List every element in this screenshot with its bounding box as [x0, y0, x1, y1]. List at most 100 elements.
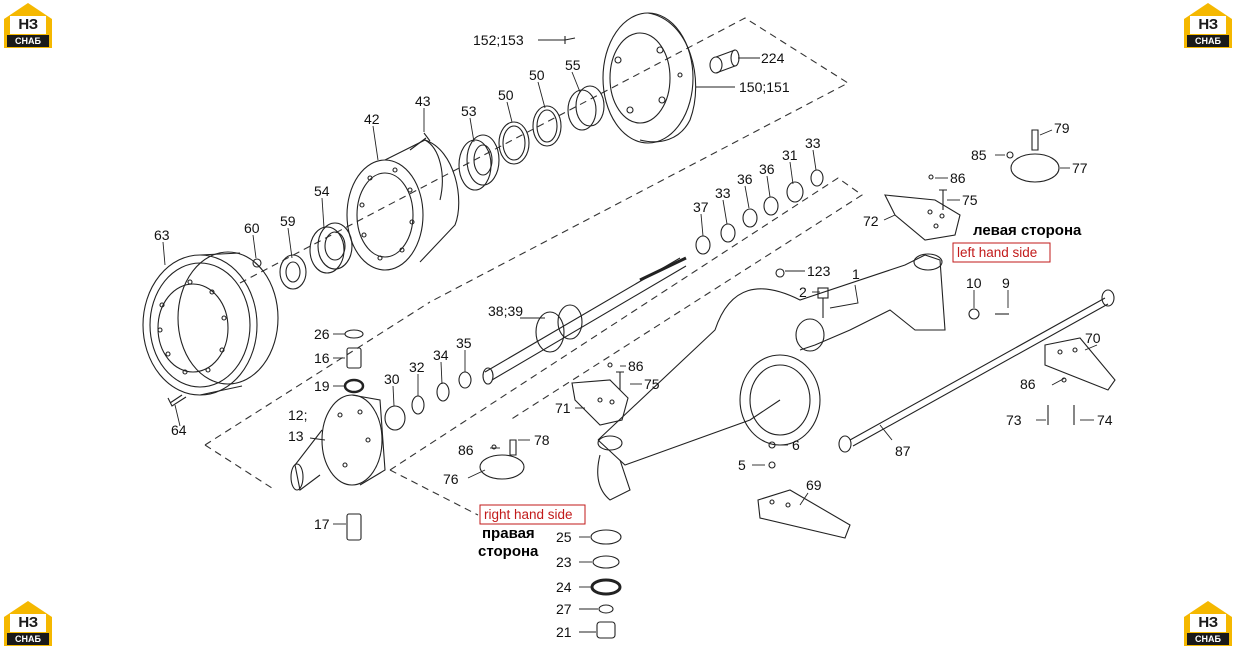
callout-label: 86	[950, 170, 966, 186]
logo-top-text: НЗ	[18, 614, 38, 631]
brake-cylinder	[709, 49, 740, 74]
callout-label: 53	[461, 103, 477, 119]
callout-label: 69	[806, 477, 822, 493]
callout-label: 77	[1072, 160, 1088, 176]
brake-bolt	[564, 36, 576, 44]
steering-arm-69	[757, 489, 851, 539]
steering-arm-72	[884, 194, 961, 241]
callout-label: 85	[971, 147, 987, 163]
callout-label: 19	[314, 378, 330, 394]
hub-stud	[409, 132, 431, 151]
leader-lines	[162, 39, 1098, 633]
callout-label: 36	[759, 161, 775, 177]
small-fittings	[768, 268, 1009, 469]
ring-55	[567, 85, 605, 131]
callout-label: 13	[288, 428, 304, 444]
callout-label: 86	[1020, 376, 1036, 392]
callout-label: 24	[556, 579, 572, 595]
callout-label: 152;153	[473, 32, 524, 48]
callout-label: 33	[715, 185, 731, 201]
callout-label: 63	[154, 227, 170, 243]
brand-logo-bottom-left: НЗ СНАБ	[3, 600, 53, 646]
callout-label: 43	[415, 93, 431, 109]
callout-label: 123	[807, 263, 831, 279]
callout-label: 50	[529, 67, 545, 83]
callout-label: 6	[792, 437, 800, 453]
callout-label: 79	[1054, 120, 1070, 136]
king-pin-parts	[343, 329, 365, 541]
brand-logo-top-left: НЗ СНАБ	[3, 2, 53, 48]
callout-label: 9	[1002, 275, 1010, 291]
callout-label: 75	[644, 376, 660, 392]
callout-label: 35	[456, 335, 472, 351]
left-side-label-ru: левая сторона	[973, 222, 1082, 239]
callout-label: 37	[693, 199, 709, 215]
brand-logo-bottom-right: НЗ СНАБ	[1183, 600, 1233, 646]
cover-plate-77	[928, 129, 1060, 210]
spacer-rings-right	[695, 169, 824, 255]
left-side-label-en: left hand side	[957, 245, 1037, 260]
callout-label: 54	[314, 183, 330, 199]
logo-bottom-text: СНАБ	[7, 35, 49, 47]
logo-top-text: НЗ	[1198, 16, 1218, 33]
callout-label: 75	[962, 192, 978, 208]
callout-label: 2	[799, 284, 807, 300]
logo-top-text: НЗ	[18, 16, 38, 33]
callout-label: 70	[1085, 330, 1101, 346]
brake-assembly	[602, 12, 697, 144]
right-hand-side-box	[479, 504, 586, 525]
wheel-hub	[346, 139, 460, 271]
callout-label: 33	[805, 135, 821, 151]
callout-label: 38;39	[488, 303, 523, 319]
callout-label: 60	[244, 220, 260, 236]
bearing-53	[458, 134, 500, 191]
left-hand-side-box	[952, 242, 1051, 263]
steering-arm-71	[571, 362, 629, 426]
callout-label: 86	[458, 442, 474, 458]
callout-label: 34	[433, 347, 449, 363]
callout-label: 21	[556, 624, 572, 640]
callout-label: 26	[314, 326, 330, 342]
callout-label: 86	[628, 358, 644, 374]
callout-label: 59	[280, 213, 296, 229]
callout-label: 25	[556, 529, 572, 545]
callout-label: 72	[863, 213, 879, 229]
logo-bottom-text: СНАБ	[1187, 633, 1229, 645]
callout-label: 32	[409, 359, 425, 375]
callout-label: 74	[1097, 412, 1113, 428]
callout-label: 5	[738, 457, 746, 473]
callout-label: 17	[314, 516, 330, 532]
callout-label: 36	[737, 171, 753, 187]
callout-label: 73	[1006, 412, 1022, 428]
axle-shaft	[482, 256, 687, 385]
tie-rod	[838, 289, 1115, 453]
callout-label: 1	[852, 266, 860, 282]
callout-label: 87	[895, 443, 911, 459]
callout-label: 30	[384, 371, 400, 387]
callout-label: 76	[443, 471, 459, 487]
cover-plate-76	[479, 439, 525, 480]
callout-label: 71	[555, 400, 571, 416]
lower-washer-stack	[590, 529, 622, 639]
logo-bottom-text: СНАБ	[7, 633, 49, 645]
callout-label: 42	[364, 111, 380, 127]
callout-label: 224	[761, 50, 785, 66]
wheel-bolt	[167, 394, 187, 407]
bearing-54	[309, 222, 353, 274]
callout-label: 10	[966, 275, 982, 291]
callout-label: 64	[171, 422, 187, 438]
brand-logo-top-right: НЗ СНАБ	[1183, 2, 1233, 48]
callout-label: 150;151	[739, 79, 790, 95]
callout-label: 12;	[288, 407, 307, 423]
seal-rings-50	[498, 105, 562, 165]
callout-label: 50	[498, 87, 514, 103]
callout-label: 31	[782, 147, 798, 163]
axle-beam	[597, 253, 946, 501]
logo-bottom-text: СНАБ	[1187, 35, 1229, 47]
right-side-label-ru-1: правая	[482, 525, 535, 542]
right-side-label-ru-2: сторона	[478, 543, 539, 560]
callout-label: 16	[314, 350, 330, 366]
callout-label: 23	[556, 554, 572, 570]
